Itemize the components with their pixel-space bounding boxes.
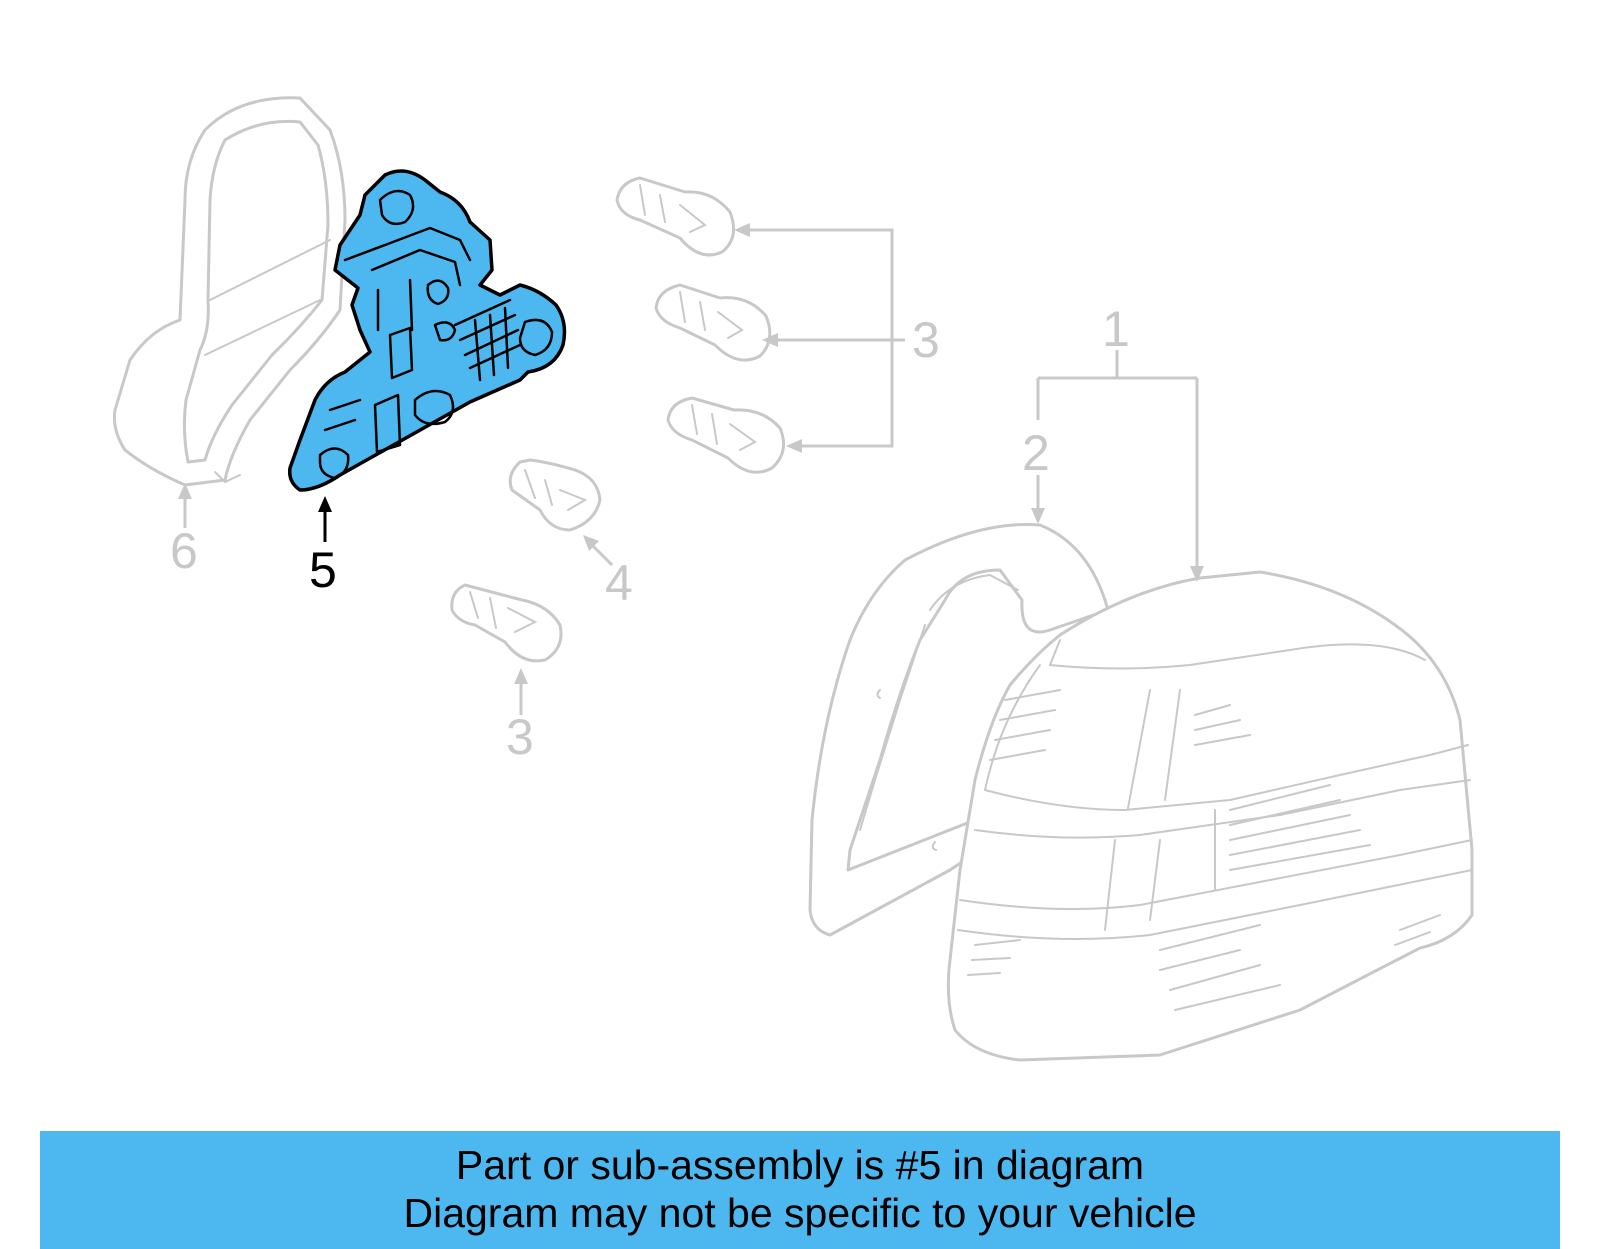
callout-number-4: 4 <box>605 555 633 611</box>
banner-line-part: Part or sub-assembly is #5 in diagram <box>455 1142 1145 1188</box>
bulb-4 <box>508 458 602 532</box>
parts-diagram: 1 2 3 3 4 5 6 <box>113 96 1474 1062</box>
callout-6-arrow <box>178 483 192 528</box>
bulb-top <box>615 176 736 257</box>
part-2-gasket <box>808 522 1110 937</box>
bulb-lower <box>666 396 786 474</box>
callout-number-3-bottom: 3 <box>506 709 534 765</box>
bulb-3-bottom <box>450 583 563 663</box>
banner-line-disclaimer: Diagram may not be specific to your vehi… <box>403 1190 1197 1236</box>
callout-number-1: 1 <box>1102 301 1130 357</box>
callout-number-2: 2 <box>1022 425 1050 481</box>
callout-5-arrow <box>318 496 332 542</box>
info-banner: Part or sub-assembly is #5 in diagram Di… <box>40 1131 1560 1249</box>
callout-number-5: 5 <box>309 542 337 598</box>
part-1-tail-lamp <box>946 570 1474 1062</box>
callout-2-arrow <box>1031 475 1045 524</box>
callout-3-bottom-arrow <box>514 668 528 715</box>
callout-3-bracket <box>734 223 905 453</box>
callout-number-3-right: 3 <box>912 312 940 368</box>
part-5-bulb-holder <box>287 169 567 492</box>
callout-number-6: 6 <box>170 523 198 579</box>
bulb-middle <box>654 283 772 362</box>
callout-1-bracket <box>1036 350 1204 582</box>
part-6-housing <box>113 96 347 487</box>
callout-4-arrow <box>583 535 614 567</box>
